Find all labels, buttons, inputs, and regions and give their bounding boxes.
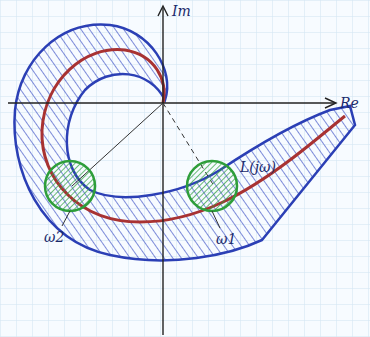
uncertainty-band bbox=[14, 25, 355, 261]
real-axis bbox=[8, 102, 335, 103]
axis-label: Re bbox=[340, 96, 359, 110]
axis-arrow bbox=[158, 6, 168, 16]
leader-line bbox=[212, 211, 220, 228]
leader-line bbox=[62, 211, 70, 226]
uncertainty-disk bbox=[45, 161, 95, 211]
nominal-curve bbox=[42, 50, 345, 222]
imag-axis bbox=[162, 8, 163, 335]
frequency-label: ω1 bbox=[216, 232, 236, 246]
axis-arrow bbox=[325, 98, 336, 108]
frequency-label: ω2 bbox=[44, 230, 64, 244]
curve-label: L(jω) bbox=[240, 160, 276, 174]
uncertainty-disk bbox=[187, 161, 237, 211]
axis-label: Im bbox=[172, 4, 191, 18]
